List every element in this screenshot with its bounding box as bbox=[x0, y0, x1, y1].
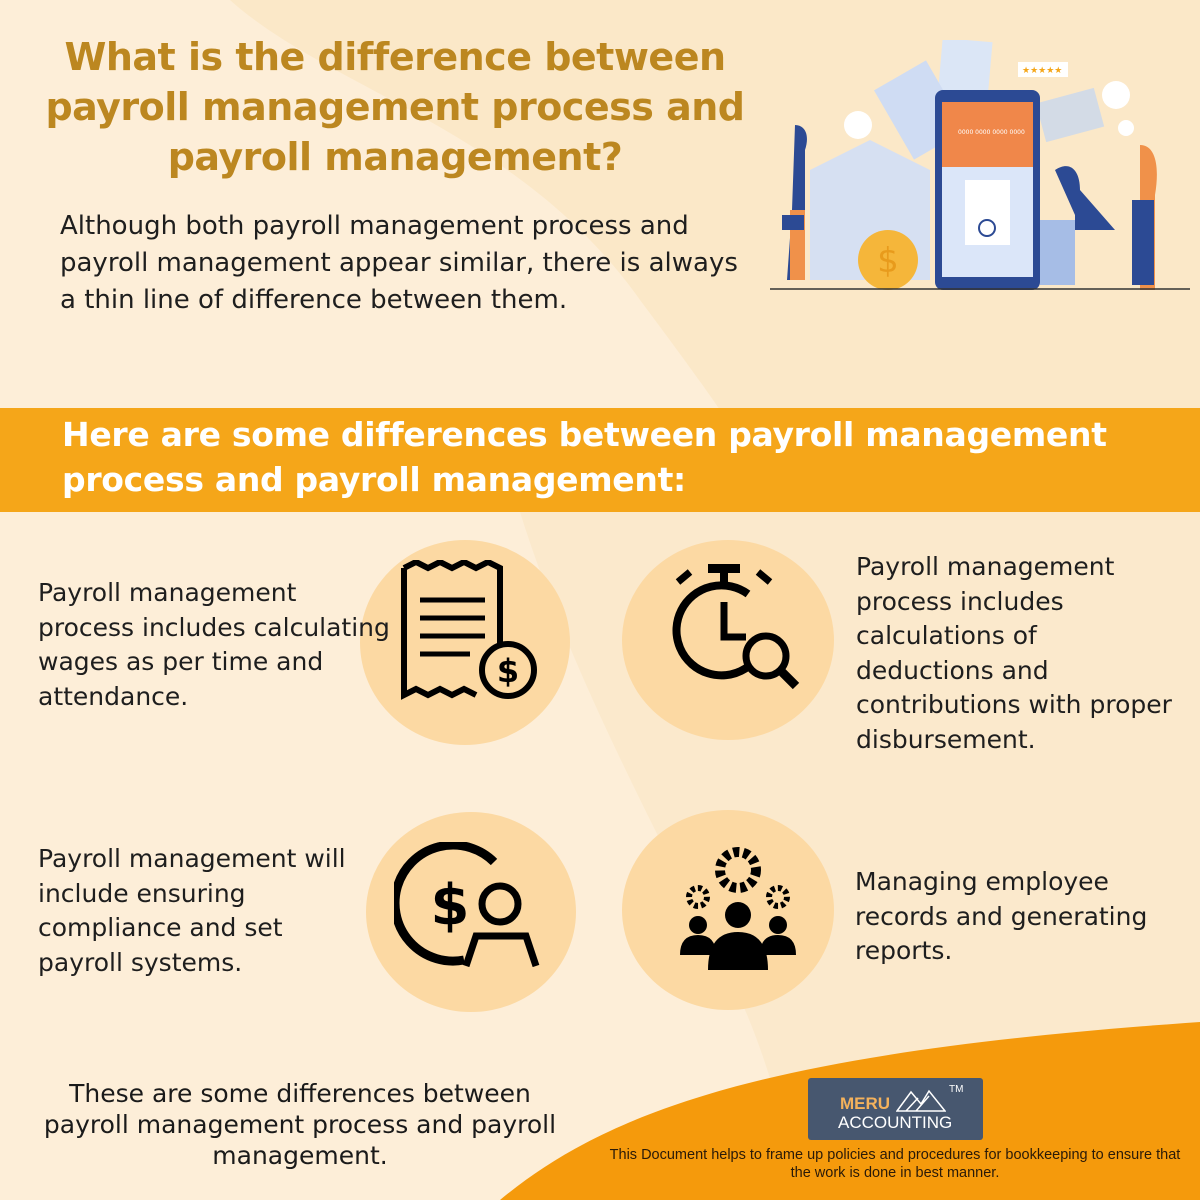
stopwatch-search-icon bbox=[672, 564, 800, 690]
dollar-person-cycle-icon: $ bbox=[394, 842, 540, 967]
card-number: 0000 0000 0000 0000 bbox=[958, 129, 1025, 136]
mountain-logo-icon bbox=[896, 1089, 946, 1112]
meru-accounting-logo: MERU ACCOUNTING TM bbox=[808, 1078, 983, 1140]
logo-trademark: TM bbox=[949, 1084, 964, 1095]
receipt-dollar-icon: $ bbox=[401, 560, 537, 700]
rating-stars-icon: ★★★★★ bbox=[1022, 66, 1062, 76]
payroll-illustration: $ 0000 0000 0000 0000 ★★★★★ bbox=[770, 40, 1190, 290]
section-band bbox=[0, 408, 1200, 512]
svg-text:$: $ bbox=[431, 873, 470, 938]
team-gears-icon bbox=[680, 847, 796, 970]
bank-icon bbox=[844, 111, 872, 139]
logo-line-1: MERU bbox=[840, 1094, 891, 1113]
footer-note: This Document helps to frame up policies… bbox=[609, 1147, 1181, 1181]
difference-item-4: Managing employee records and generating… bbox=[855, 867, 1148, 965]
difference-item-1: Payroll management process includes calc… bbox=[38, 578, 390, 711]
closing-text: These are some differences between payro… bbox=[43, 1079, 557, 1170]
page-title: What is the difference between payroll m… bbox=[45, 35, 745, 179]
intro-paragraph: Although both payroll management process… bbox=[60, 211, 738, 315]
svg-text:$: $ bbox=[497, 652, 519, 690]
logo-line-2: ACCOUNTING bbox=[838, 1113, 953, 1132]
coin-dollar-symbol: $ bbox=[877, 241, 899, 281]
difference-item-2: Payroll management process includes calc… bbox=[856, 552, 1172, 754]
section-heading: Here are some differences between payrol… bbox=[62, 415, 1107, 499]
difference-item-3: Payroll management will include ensuring… bbox=[38, 844, 346, 977]
icon-backdrop bbox=[360, 540, 570, 745]
